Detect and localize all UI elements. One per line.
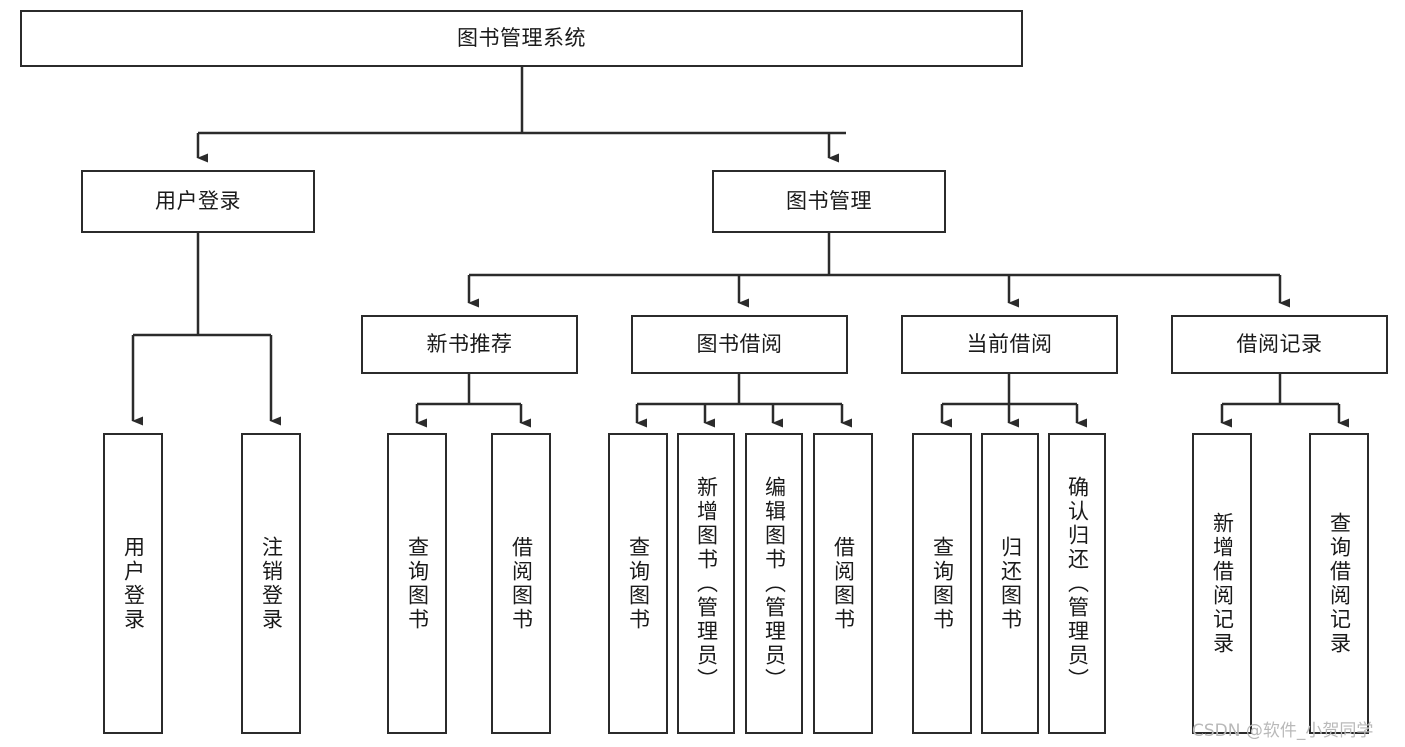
- node-label: 图书管理系统: [457, 25, 586, 50]
- node-label: 新增图书（管理员）: [694, 475, 719, 692]
- node-label: 借阅记录: [1236, 331, 1323, 356]
- node-label: 用户登录: [155, 188, 241, 213]
- node-label: 图书管理: [786, 188, 872, 213]
- node-borrow-record[interactable]: 借阅记录: [1171, 315, 1388, 374]
- node-book-borrow[interactable]: 图书借阅: [631, 315, 848, 374]
- node-label: 当前借阅: [966, 331, 1053, 356]
- node-label: 查询图书: [405, 535, 430, 632]
- node-label: 查询借阅记录: [1327, 511, 1352, 656]
- node-label: 编辑图书（管理员）: [762, 475, 787, 692]
- node-label: 新书推荐: [426, 331, 513, 356]
- leaf-query-book-cb[interactable]: 查询图书: [912, 433, 972, 734]
- node-label: 查询图书: [626, 535, 651, 632]
- node-label: 借阅图书: [509, 535, 534, 632]
- leaf-query-borrow-record[interactable]: 查询借阅记录: [1309, 433, 1369, 734]
- leaf-query-book-nb[interactable]: 查询图书: [387, 433, 447, 734]
- leaf-user-login[interactable]: 用户登录: [103, 433, 163, 734]
- leaf-confirm-return-admin[interactable]: 确认归还（管理员）: [1048, 433, 1106, 734]
- node-book-management-system[interactable]: 图书管理系统: [20, 10, 1023, 67]
- node-label: 注销登录: [259, 535, 284, 632]
- node-new-book-recommend[interactable]: 新书推荐: [361, 315, 578, 374]
- leaf-borrow-book-bb[interactable]: 借阅图书: [813, 433, 873, 734]
- leaf-add-borrow-record[interactable]: 新增借阅记录: [1192, 433, 1252, 734]
- node-label: 用户登录: [121, 535, 146, 632]
- node-label: 确认归还（管理员）: [1065, 475, 1090, 692]
- node-label: 归还图书: [998, 535, 1023, 632]
- node-label: 图书借阅: [696, 331, 783, 356]
- leaf-add-book-admin[interactable]: 新增图书（管理员）: [677, 433, 735, 734]
- leaf-logout[interactable]: 注销登录: [241, 433, 301, 734]
- leaf-edit-book-admin[interactable]: 编辑图书（管理员）: [745, 433, 803, 734]
- node-label: 查询图书: [930, 535, 955, 632]
- leaf-borrow-book-nb[interactable]: 借阅图书: [491, 433, 551, 734]
- node-label: 新增借阅记录: [1210, 511, 1235, 656]
- leaf-return-book[interactable]: 归还图书: [981, 433, 1039, 734]
- node-user-login[interactable]: 用户登录: [81, 170, 315, 233]
- node-label: 借阅图书: [831, 535, 856, 632]
- leaf-query-book-bb[interactable]: 查询图书: [608, 433, 668, 734]
- node-current-borrow[interactable]: 当前借阅: [901, 315, 1118, 374]
- node-book-management[interactable]: 图书管理: [712, 170, 946, 233]
